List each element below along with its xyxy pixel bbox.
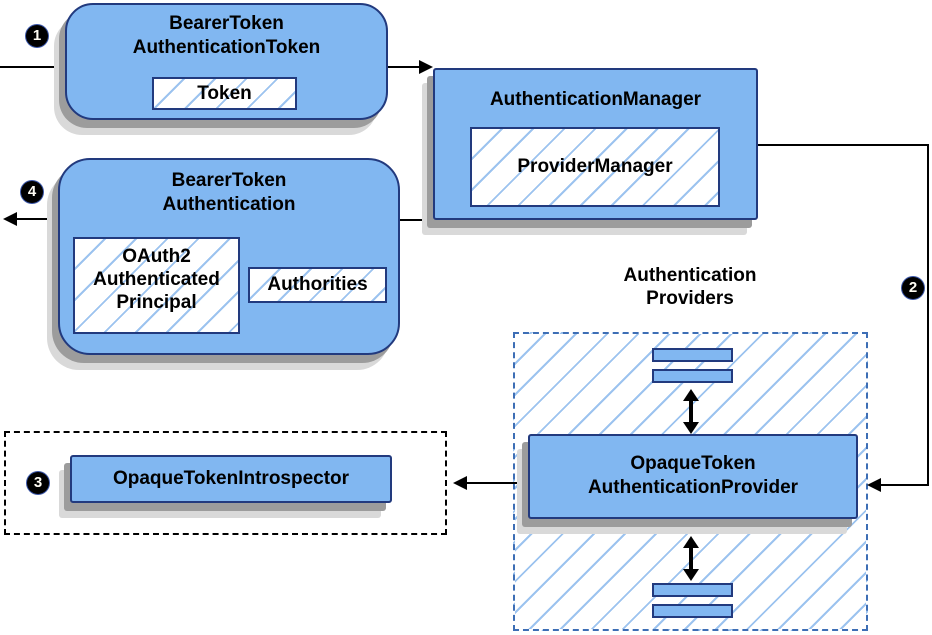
node-title: BearerToken AuthenticationToken [132, 13, 321, 58]
introspector-region [4, 431, 447, 535]
arrowhead-up-icon [683, 536, 699, 548]
arrowhead-left-icon [867, 478, 881, 492]
node-authentication-manager: AuthenticationManager ProviderManager [433, 68, 758, 220]
step-1-badge: 1 [26, 25, 48, 47]
authentication-providers-caption: Authentication Providers [623, 265, 757, 309]
node-title: OpaqueTokenIntrospector [112, 468, 350, 489]
arrow-shaft [689, 548, 693, 569]
step2-line-vertical [927, 144, 929, 486]
arrow-shaft [689, 401, 693, 422]
double-arrow-icon [682, 536, 700, 581]
token-box: Token [152, 77, 297, 110]
step-2-badge: 2 [902, 277, 924, 299]
arrowhead-right-icon [419, 60, 433, 74]
arrow-line-to-authentication-manager [388, 66, 420, 68]
provider-stack-bar [652, 369, 733, 383]
arrow-line-result-out [17, 218, 58, 220]
arrowhead-left-icon [3, 212, 17, 226]
arrowhead-left-icon [453, 476, 467, 490]
authorities-label: Authorities [267, 274, 368, 295]
arrowhead-up-icon [683, 389, 699, 401]
arrow-line-to-introspector [467, 482, 528, 484]
double-arrow-icon [682, 389, 700, 434]
node-title: BearerToken Authentication [162, 170, 296, 215]
provider-manager-box: ProviderManager [470, 127, 720, 207]
node-title: AuthenticationManager [489, 89, 702, 110]
provider-stack-bar [652, 604, 733, 618]
token-label: Token [197, 83, 252, 104]
provider-manager-label: ProviderManager [517, 156, 673, 177]
node-bearer-token-authentication: BearerToken Authentication OAuth2 Authen… [58, 158, 400, 355]
arrowhead-down-icon [683, 569, 699, 581]
step2-line-horizontal-bottom [881, 484, 929, 486]
step-3-badge: 3 [27, 472, 49, 494]
step-4-badge: 4 [21, 181, 43, 203]
connector-authentication-manager-to-result [400, 219, 433, 221]
node-opaque-token-authentication-provider: OpaqueToken AuthenticationProvider [528, 434, 858, 519]
flow-line-in [0, 66, 65, 68]
arrowhead-down-icon [683, 422, 699, 434]
provider-stack-bar [652, 583, 733, 597]
provider-stack-bar [652, 348, 733, 362]
node-bearer-token-authentication-token: BearerToken AuthenticationToken Token [65, 3, 388, 120]
node-opaque-token-introspector: OpaqueTokenIntrospector [70, 455, 392, 503]
oauth2-authenticated-principal-label: OAuth2 Authenticated Principal [93, 246, 220, 313]
authorities-box: Authorities [248, 267, 387, 303]
oauth2-authenticated-principal-box: OAuth2 Authenticated Principal [73, 237, 240, 334]
node-title: OpaqueToken AuthenticationProvider [587, 453, 799, 498]
step2-line-horizontal-top [758, 144, 929, 146]
